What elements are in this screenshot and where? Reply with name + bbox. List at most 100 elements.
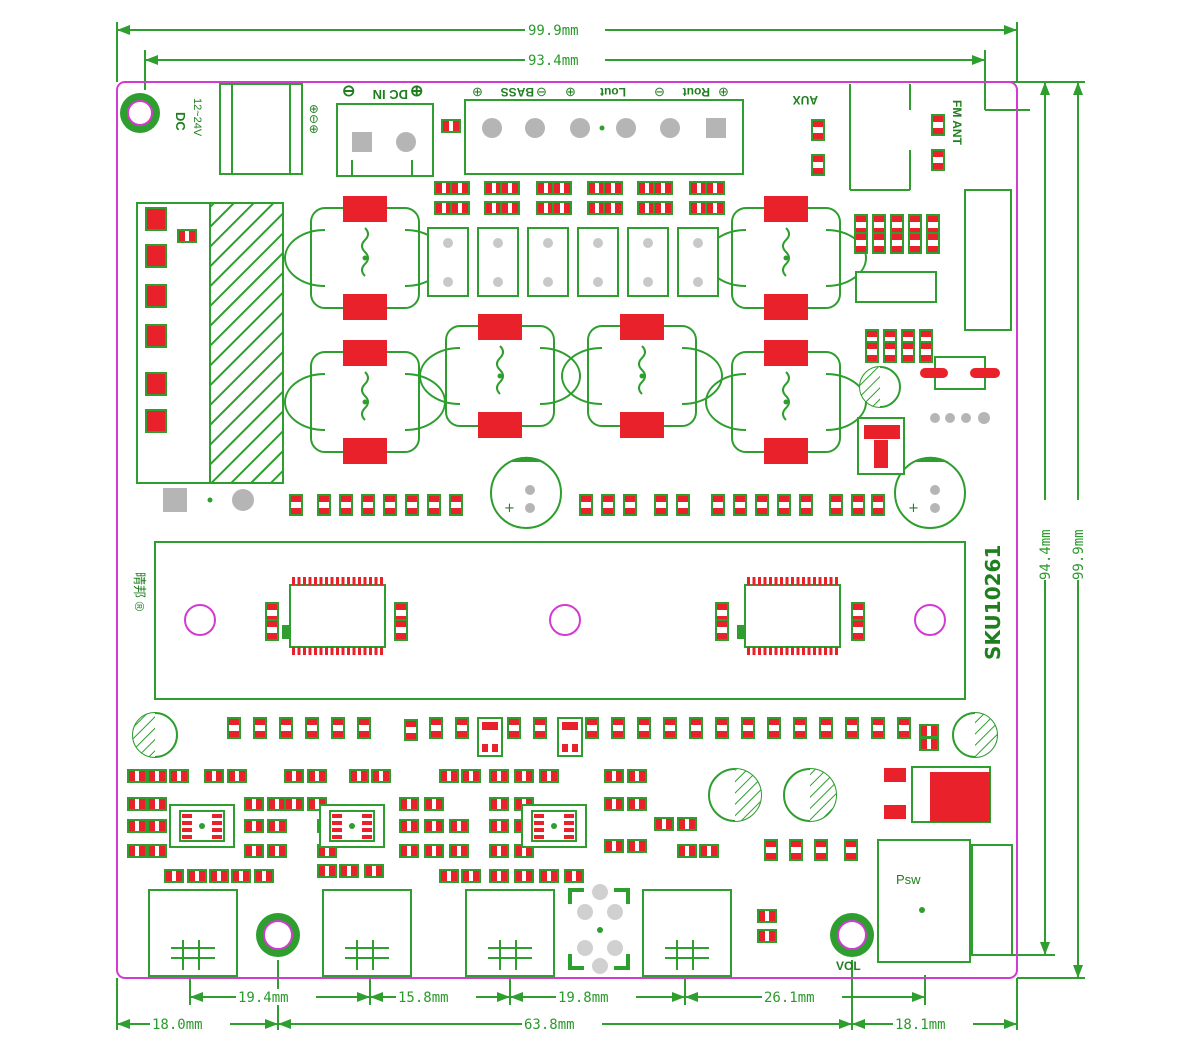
dimension-arrows <box>117 25 1083 1029</box>
smd-part <box>244 797 264 811</box>
chip-pin <box>292 577 295 585</box>
svg-text:⊖: ⊖ <box>342 83 355 100</box>
smd-part <box>231 869 251 883</box>
smd-part <box>253 717 267 739</box>
smd-part <box>267 797 287 811</box>
smd-part <box>449 844 469 858</box>
mounting-hole-bottom-left <box>256 913 300 957</box>
electrolytic-caps: + + <box>132 366 998 822</box>
chip-pin <box>802 647 805 655</box>
smd-part <box>441 119 461 133</box>
smd-part <box>177 229 197 243</box>
smd-part <box>663 717 677 739</box>
smd-part <box>539 869 559 883</box>
smd-part <box>489 869 509 883</box>
vol-pot <box>830 913 874 957</box>
smd-part <box>564 869 584 883</box>
smd-part <box>364 864 384 878</box>
heatsink-block <box>136 202 284 512</box>
film-capacitors <box>427 227 719 297</box>
smd-part <box>883 341 897 363</box>
pad <box>145 244 167 268</box>
smd-part <box>908 232 922 254</box>
dc-label: DC <box>173 112 188 131</box>
smd-part <box>289 494 303 516</box>
smd-part <box>705 201 725 215</box>
smd-part <box>489 797 509 811</box>
smd-part <box>653 201 673 215</box>
smd-part <box>284 769 304 783</box>
smd-part <box>399 819 419 833</box>
lout-label: Lout <box>600 85 626 99</box>
chip-pin <box>813 647 816 655</box>
chip-pin <box>341 577 345 585</box>
chip-pin <box>297 577 301 585</box>
chip-pin <box>314 647 317 655</box>
dim-bottom-pot-2: 15.8mm <box>398 990 449 1006</box>
smd-part <box>789 839 803 861</box>
chip-pin <box>780 577 783 585</box>
board-outline <box>116 81 1018 979</box>
fm-ant-label: FM ANT <box>950 100 964 146</box>
soic-chip <box>319 804 385 848</box>
smd-part <box>187 869 207 883</box>
chip-pin <box>369 577 372 585</box>
regulator-small <box>857 417 905 475</box>
smd-part <box>854 232 868 254</box>
chip-pin <box>802 577 805 585</box>
soic-chip <box>169 804 235 848</box>
chip-pin <box>807 647 811 655</box>
smd-part <box>279 717 293 739</box>
chip-pin <box>314 577 317 585</box>
svg-text:⊖: ⊖ <box>536 84 547 99</box>
chip-pins <box>292 577 838 655</box>
chip-pin <box>319 647 323 655</box>
smd-part <box>872 232 886 254</box>
smd-part <box>604 769 624 783</box>
soic-chip-right <box>855 271 937 303</box>
sku-label: SKU10261 <box>981 545 1005 660</box>
pad <box>145 324 167 348</box>
smd-part <box>764 839 778 861</box>
smd-part <box>552 181 572 195</box>
dim-bottom-pot-3: 19.8mm <box>558 990 609 1006</box>
aux-label: AUX <box>793 93 818 107</box>
smd-part <box>799 494 813 516</box>
smd-part <box>611 717 625 739</box>
smd-part <box>533 717 547 739</box>
smd-part <box>851 619 865 641</box>
smd-part <box>227 717 241 739</box>
brand-label: 晴邦 ® <box>132 572 147 612</box>
smd-part <box>777 494 791 516</box>
smd-part <box>637 201 657 215</box>
smd-part <box>489 819 509 833</box>
smd-part <box>871 494 885 516</box>
pad <box>145 372 167 396</box>
smd-part <box>439 769 459 783</box>
film-capacitor <box>427 227 469 297</box>
smd-part <box>227 769 247 783</box>
smd-part <box>147 769 167 783</box>
smd-part <box>455 717 469 739</box>
smd-part <box>654 817 674 831</box>
smd-part <box>711 494 725 516</box>
chip-pin <box>352 647 356 655</box>
chip-pin <box>785 647 789 655</box>
chip-pin <box>330 647 334 655</box>
dim-right-outer: 99.9mm <box>1071 529 1087 580</box>
smd-part <box>865 341 879 363</box>
smd-part <box>637 717 651 739</box>
smd-part <box>244 819 264 833</box>
svg-text:⊕⊖⊕: ⊕⊖⊕ <box>307 104 321 134</box>
smd-part <box>489 844 509 858</box>
smd-part <box>244 844 264 858</box>
ic-chip-left <box>282 584 386 648</box>
aux-jack <box>849 84 911 191</box>
chip-pin <box>347 577 350 585</box>
smd-part <box>811 154 825 176</box>
smd-part <box>819 717 833 739</box>
film-capacitor <box>577 227 619 297</box>
chip-pin <box>807 577 811 585</box>
